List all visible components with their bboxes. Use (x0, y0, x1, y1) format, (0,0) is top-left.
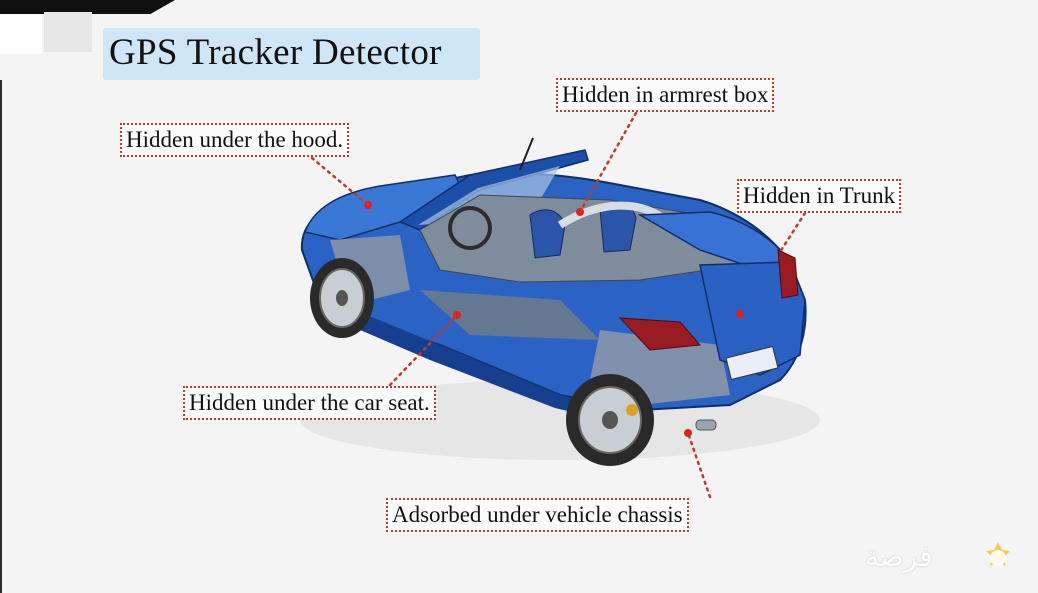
leader-chassis (688, 433, 710, 497)
callout-trunk-label: Hidden in Trunk (743, 183, 895, 208)
callout-armrest-label: Hidden in armrest box (562, 82, 768, 107)
callout-chassis: Adsorbed under vehicle chassis (386, 498, 689, 532)
leader-trunk (780, 213, 805, 252)
watermark: فرصة (865, 538, 1015, 578)
callout-hood-label: Hidden under the hood. (126, 127, 343, 152)
callout-seat-label: Hidden under the car seat. (189, 390, 430, 415)
callout-trunk: Hidden in Trunk (737, 179, 901, 213)
leader-hood (312, 158, 368, 205)
callout-seat: Hidden under the car seat. (183, 386, 436, 420)
leader-armrest (580, 113, 636, 212)
leader-seat (390, 315, 457, 385)
watermark-text: فرصة (865, 540, 933, 573)
callout-chassis-label: Adsorbed under vehicle chassis (392, 502, 683, 527)
watermark-logo-icon (981, 538, 1015, 574)
callout-hood: Hidden under the hood. (120, 123, 349, 157)
callout-armrest: Hidden in armrest box (556, 78, 774, 112)
